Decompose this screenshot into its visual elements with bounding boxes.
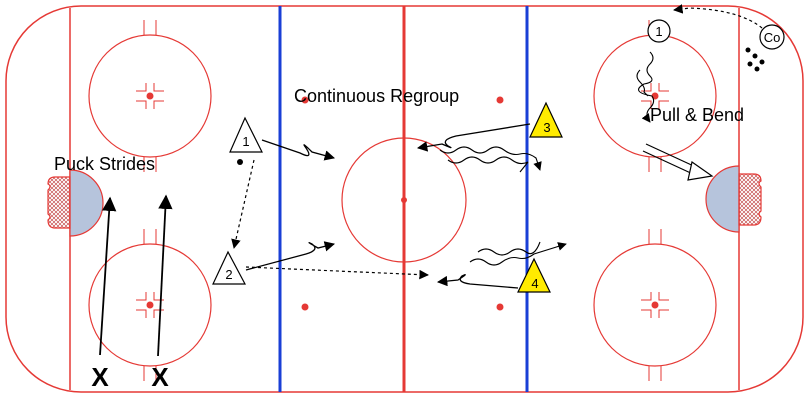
carry-wavy-arrow (469, 242, 567, 266)
pass-dotted-arrow (673, 4, 763, 29)
net-right (705, 165, 762, 233)
player-3-label: 3 (543, 120, 550, 135)
coach-label: Co (764, 30, 781, 45)
neutral-dot (301, 303, 309, 311)
carry-wavy-arrow (447, 156, 529, 173)
skate-loop-arrow (416, 123, 531, 152)
neutral-dot (496, 96, 504, 104)
center-circle (341, 137, 467, 263)
diagram-title: Continuous Regroup (294, 86, 459, 106)
label-pull-bend: Pull & Bend (650, 105, 744, 125)
skate-loop-arrow (261, 139, 336, 161)
faceoff-circle-bottom-left (88, 229, 212, 381)
faceoff-circle-top-left (88, 20, 212, 172)
skate-path-arrow (157, 194, 173, 357)
player-4-label: 4 (531, 276, 538, 291)
neutral-dot (496, 303, 504, 311)
carry-wavy-arrow (439, 146, 542, 171)
label-puck-strides: Puck Strides (54, 154, 155, 174)
x-marker: X (151, 362, 169, 392)
player-1-label: 1 (242, 134, 249, 149)
pull-wavy-path (638, 51, 655, 123)
carry-wavy-arrow (477, 241, 541, 256)
skate-loop-arrow (245, 241, 336, 271)
neutral-dot (301, 96, 309, 104)
pass-dotted-arrow (245, 266, 429, 280)
net-left (47, 169, 104, 237)
pull-wavy-path (636, 69, 649, 97)
x-marker: X (91, 362, 109, 392)
player-1-circle: 1 (647, 19, 671, 43)
center-faceoff-dot (401, 197, 407, 203)
player-4-triangle: 4 (517, 257, 551, 293)
player-1-triangle: 1 (229, 116, 263, 153)
player-2-triangle: 2 (212, 250, 246, 285)
shot-arrow (642, 143, 714, 181)
player-1-circle-label: 1 (655, 24, 662, 39)
player-2-label: 2 (225, 267, 232, 282)
skate-loop-arrow (436, 274, 519, 289)
puck (237, 159, 243, 165)
player-3-triangle: 3 (529, 101, 563, 138)
pucks-pile (745, 47, 765, 72)
skate-path-arrow (99, 196, 117, 356)
faceoff-circle-bottom-right (593, 229, 717, 381)
coach-marker: Co (759, 24, 785, 50)
